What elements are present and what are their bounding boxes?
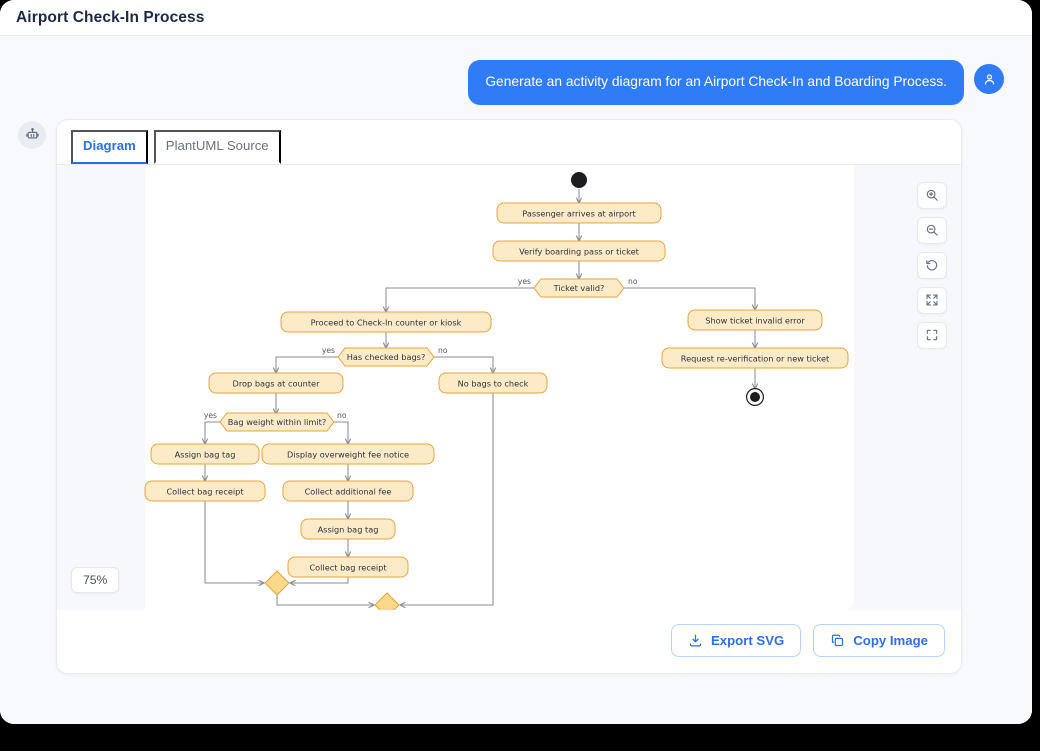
diagram-toolbar <box>917 181 947 349</box>
fit-to-screen-button[interactable] <box>917 286 947 314</box>
reset-rotate-icon <box>926 260 938 271</box>
start-node <box>571 171 587 188</box>
page-title: Airport Check-In Process <box>16 8 205 26</box>
node-label: Assign bag tag <box>318 524 379 534</box>
card-tabs: Diagram PlantUML Source <box>57 120 961 165</box>
zoom-out-button[interactable] <box>917 216 947 244</box>
diagram-viewport[interactable]: Passenger arrives at airport Verify boar… <box>57 164 961 610</box>
robot-icon <box>25 128 39 139</box>
guard-labels: yes no yes no yes no <box>204 277 638 420</box>
node-label: Collect bag receipt <box>309 562 387 572</box>
node-label: Display overweight fee notice <box>287 449 409 459</box>
node-label: Show ticket invalid error <box>705 315 805 325</box>
fullscreen-button[interactable] <box>917 321 947 349</box>
node-label: Assign bag tag <box>175 449 236 459</box>
user-message-bubble: Generate an activity diagram for an Airp… <box>468 60 964 105</box>
copy-image-button[interactable]: Copy Image <box>813 623 945 657</box>
user-avatar <box>974 64 1004 94</box>
guard-label: yes <box>204 411 217 420</box>
guard-label: no <box>628 277 638 286</box>
download-icon <box>689 634 702 647</box>
app-window: Airport Check-In Process Generate an act… <box>0 0 1032 724</box>
user-message-row: Generate an activity diagram for an Airp… <box>0 36 1032 105</box>
card-footer: Export SVG Copy Image <box>57 609 961 673</box>
fullscreen-icon <box>926 329 938 341</box>
zoom-in-button[interactable] <box>917 181 947 209</box>
assistant-message-row: Diagram PlantUML Source <box>0 105 1032 674</box>
diagram-card: Diagram PlantUML Source <box>56 118 962 674</box>
node-label: Request re-verification or new ticket <box>681 353 830 363</box>
decision-label: Has checked bags? <box>347 352 426 362</box>
decision-label: Bag weight within limit? <box>228 417 326 427</box>
fit-screen-icon <box>926 294 938 306</box>
app-body: Generate an activity diagram for an Airp… <box>0 36 1032 724</box>
node-label: No bags to check <box>458 378 529 388</box>
zoom-level-badge[interactable]: 75% <box>71 566 120 593</box>
guard-label: no <box>337 411 347 420</box>
decision-label: Ticket valid? <box>553 283 605 293</box>
node-label: Collect additional fee <box>305 486 392 496</box>
title-bar: Airport Check-In Process <box>0 0 1032 36</box>
guard-label: yes <box>518 277 531 286</box>
node-label: Proceed to Check-In counter or kiosk <box>311 317 462 327</box>
copy-icon <box>832 634 844 646</box>
reset-view-button[interactable] <box>917 251 947 279</box>
activity-diagram: Passenger arrives at airport Verify boar… <box>144 171 849 610</box>
node-label: Passenger arrives at airport <box>522 208 636 218</box>
export-svg-button[interactable]: Export SVG <box>670 623 802 657</box>
node-label: Drop bags at counter <box>233 378 321 388</box>
node-label: Verify boarding pass or ticket <box>519 246 640 256</box>
merge-nodes <box>264 569 400 610</box>
zoom-out-icon <box>926 224 938 236</box>
guard-label: yes <box>322 346 335 355</box>
copy-image-label: Copy Image <box>853 632 928 648</box>
action-nodes: Passenger arrives at airport Verify boar… <box>144 202 849 578</box>
bot-avatar <box>18 120 46 149</box>
export-svg-label: Export SVG <box>710 632 785 648</box>
node-label: Collect bag receipt <box>166 486 244 496</box>
tab-diagram[interactable]: Diagram <box>71 129 148 164</box>
guard-label: no <box>438 346 448 355</box>
tab-plantuml-source[interactable]: PlantUML Source <box>153 129 281 164</box>
end-node <box>745 387 764 406</box>
decision-nodes: Ticket valid? Has checked bags? Bag weig… <box>219 278 625 432</box>
user-icon <box>984 73 994 84</box>
zoom-in-icon <box>926 189 938 201</box>
